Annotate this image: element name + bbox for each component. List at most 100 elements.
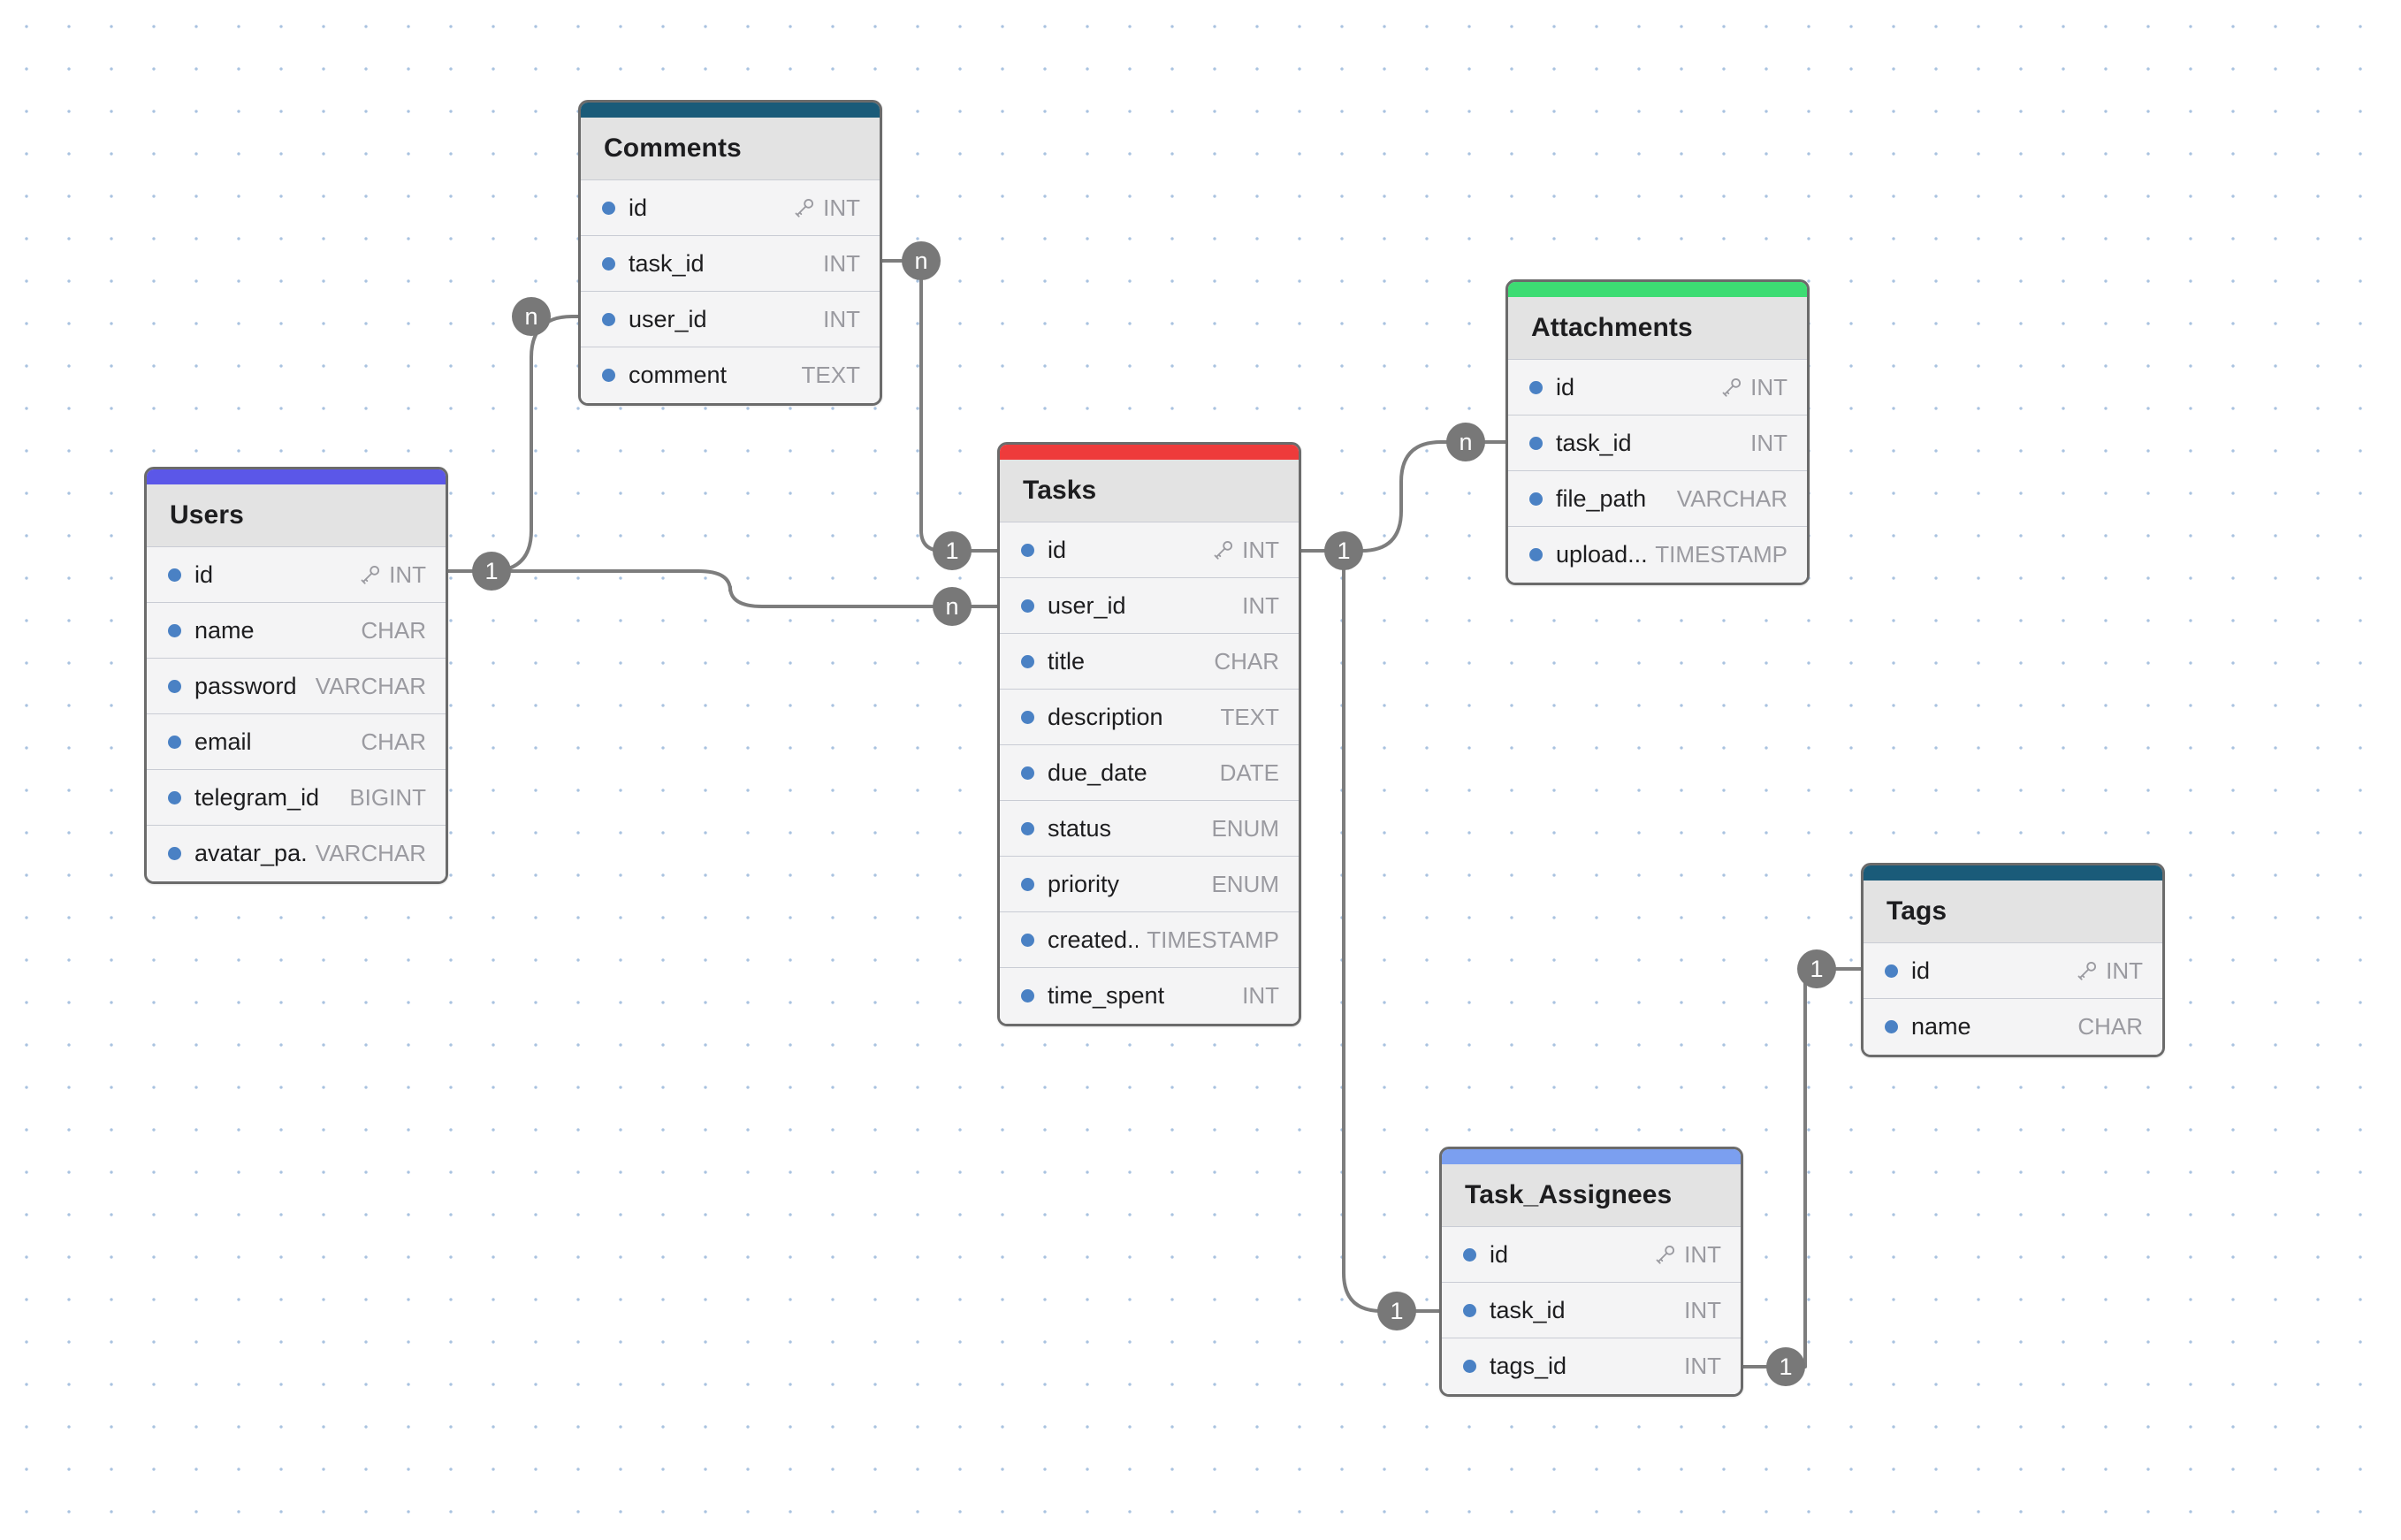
field-meta: TEXT — [1221, 704, 1279, 731]
relationship-edge[interactable] — [1742, 967, 1863, 1368]
cardinality-badge[interactable]: n — [512, 297, 551, 336]
field-meta: TIMESTAMP — [1655, 541, 1787, 568]
field-meta: ENUM — [1211, 815, 1279, 842]
table-field-row[interactable]: description TEXT — [1000, 690, 1299, 745]
relationship-edge[interactable] — [880, 259, 999, 553]
field-name: created... — [1048, 926, 1139, 953]
field-bullet-icon — [1463, 1303, 1476, 1317]
field-type: DATE — [1219, 759, 1279, 786]
relationship-edge[interactable] — [1342, 568, 1441, 1313]
field-type: VARCHAR — [315, 672, 426, 699]
field-type: CHAR — [361, 616, 426, 644]
field-bullet-icon — [1529, 492, 1543, 506]
field-bullet-icon — [1463, 1247, 1476, 1262]
field-type: ENUM — [1211, 814, 1279, 842]
field-bullet-icon — [1021, 543, 1034, 557]
field-meta: CHAR — [361, 728, 426, 756]
primary-key-icon — [795, 198, 814, 217]
table-field-row[interactable]: user_id INT — [581, 292, 880, 347]
field-bullet-icon — [602, 201, 615, 215]
table-title[interactable]: Users — [147, 484, 446, 547]
field-type: INT — [823, 305, 860, 332]
cardinality-badge[interactable]: n — [1446, 423, 1485, 461]
table-field-row[interactable]: comment TEXT — [581, 347, 880, 403]
field-bullet-icon — [168, 623, 181, 637]
field-name: title — [1048, 647, 1086, 675]
table-title[interactable]: Task_Assignees — [1442, 1164, 1741, 1227]
field-type: CHAR — [1214, 647, 1279, 675]
primary-key-icon — [1214, 540, 1233, 560]
relationship-edge[interactable] — [446, 315, 580, 573]
table-field-row[interactable]: upload... TIMESTAMP — [1508, 527, 1807, 583]
field-meta: INT — [1684, 1297, 1721, 1324]
table-accent-bar — [1508, 282, 1807, 297]
field-type: TEXT — [801, 362, 860, 388]
table-accent-bar — [147, 469, 446, 484]
field-name: upload... — [1556, 541, 1647, 568]
field-name: id — [629, 194, 648, 221]
table-field-row[interactable]: avatar_pa...VARCHAR — [147, 826, 446, 881]
field-bullet-icon — [1021, 877, 1034, 891]
table-title[interactable]: Tags — [1864, 881, 2162, 943]
field-name: comment — [629, 362, 728, 388]
field-bullet-icon — [1021, 821, 1034, 835]
field-meta: VARCHAR — [1677, 485, 1787, 513]
field-type: INT — [389, 560, 426, 588]
cardinality-badge[interactable]: 1 — [1377, 1292, 1416, 1330]
field-meta: INT — [1720, 374, 1787, 401]
cardinality-badge[interactable]: 1 — [933, 531, 972, 570]
table-field-row[interactable]: title CHAR — [1000, 634, 1299, 690]
field-type: CHAR — [361, 728, 426, 755]
cardinality-badge[interactable]: 1 — [1766, 1347, 1805, 1386]
field-bullet-icon — [1885, 964, 1898, 978]
field-name: name — [1911, 1013, 1971, 1040]
field-name: priority — [1048, 870, 1120, 897]
relationship-edge[interactable] — [446, 569, 999, 608]
cardinality-badge[interactable]: n — [902, 241, 941, 280]
cardinality-badge[interactable]: 1 — [472, 552, 511, 591]
cardinality-badge[interactable]: 1 — [1797, 949, 1836, 988]
field-meta: DATE — [1220, 759, 1279, 787]
field-bullet-icon — [1021, 989, 1034, 1003]
field-type: INT — [823, 249, 860, 277]
primary-key-icon — [361, 565, 380, 584]
cardinality-badge[interactable]: 1 — [1324, 531, 1363, 570]
field-bullet-icon — [168, 847, 181, 860]
table-title[interactable]: Tasks — [1000, 460, 1299, 522]
field-name: user_id — [629, 305, 707, 332]
table-title[interactable]: Attachments — [1508, 297, 1807, 360]
field-name: description — [1048, 703, 1163, 730]
table-title[interactable]: Comments — [581, 118, 880, 180]
cardinality-badge[interactable]: n — [933, 587, 972, 626]
table-field-row[interactable]: created...TIMESTAMP — [1000, 912, 1299, 968]
field-bullet-icon — [168, 568, 181, 582]
